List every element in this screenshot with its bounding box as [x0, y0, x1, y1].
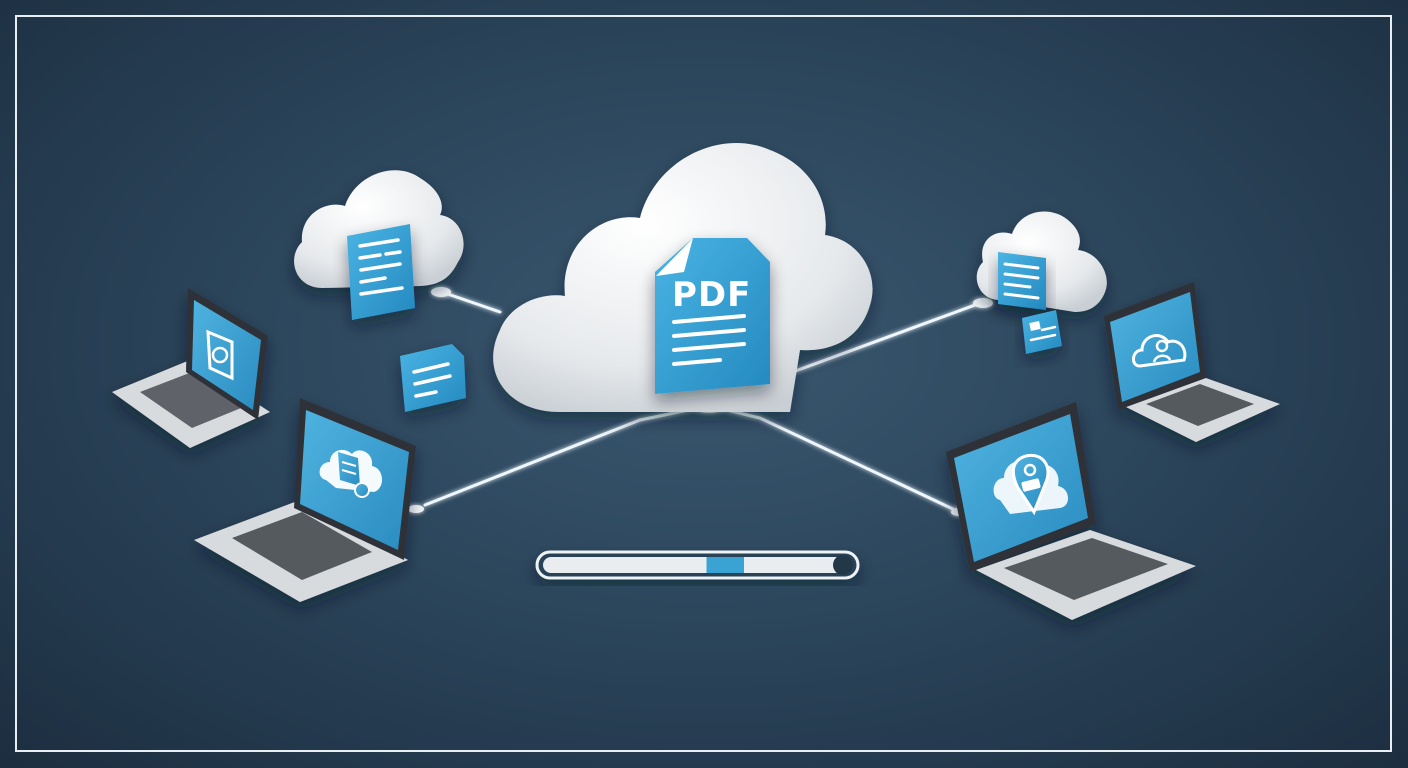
- node-left-laptop: [408, 505, 424, 513]
- progress-knob: [833, 555, 853, 575]
- outer-border-frame: [15, 15, 1392, 752]
- document-icon: [347, 224, 415, 320]
- upload-progress-bar: [535, 550, 860, 580]
- chat-bubble-icon: [206, 329, 234, 381]
- progress-empty: [543, 557, 843, 573]
- line-hub-to-left-laptop: [423, 404, 710, 507]
- pdf-label: PDF: [672, 275, 751, 315]
- cloud-document-icon: [319, 449, 383, 498]
- line-hub-to-right-laptop: [708, 404, 957, 512]
- progress-fill: [706, 557, 744, 573]
- left-cloud: [294, 170, 464, 288]
- laptop-far-left: [112, 288, 270, 448]
- laptop-bottom-right: [946, 402, 1196, 620]
- chat-bubble-icon: [400, 344, 466, 412]
- document-icon: [998, 252, 1046, 310]
- cloud-user-icon: [1132, 334, 1187, 368]
- laptop-far-right: [1104, 282, 1280, 442]
- pdf-document-icon: PDF: [655, 238, 770, 394]
- id-card-icon: [1022, 310, 1062, 354]
- laptop-bottom-left: [194, 398, 416, 602]
- node-left-cloud: [431, 287, 451, 297]
- user-location-pin-icon: [993, 453, 1069, 516]
- node-right-cloud: [973, 298, 993, 308]
- line-left-cloud-to-center: [440, 290, 502, 314]
